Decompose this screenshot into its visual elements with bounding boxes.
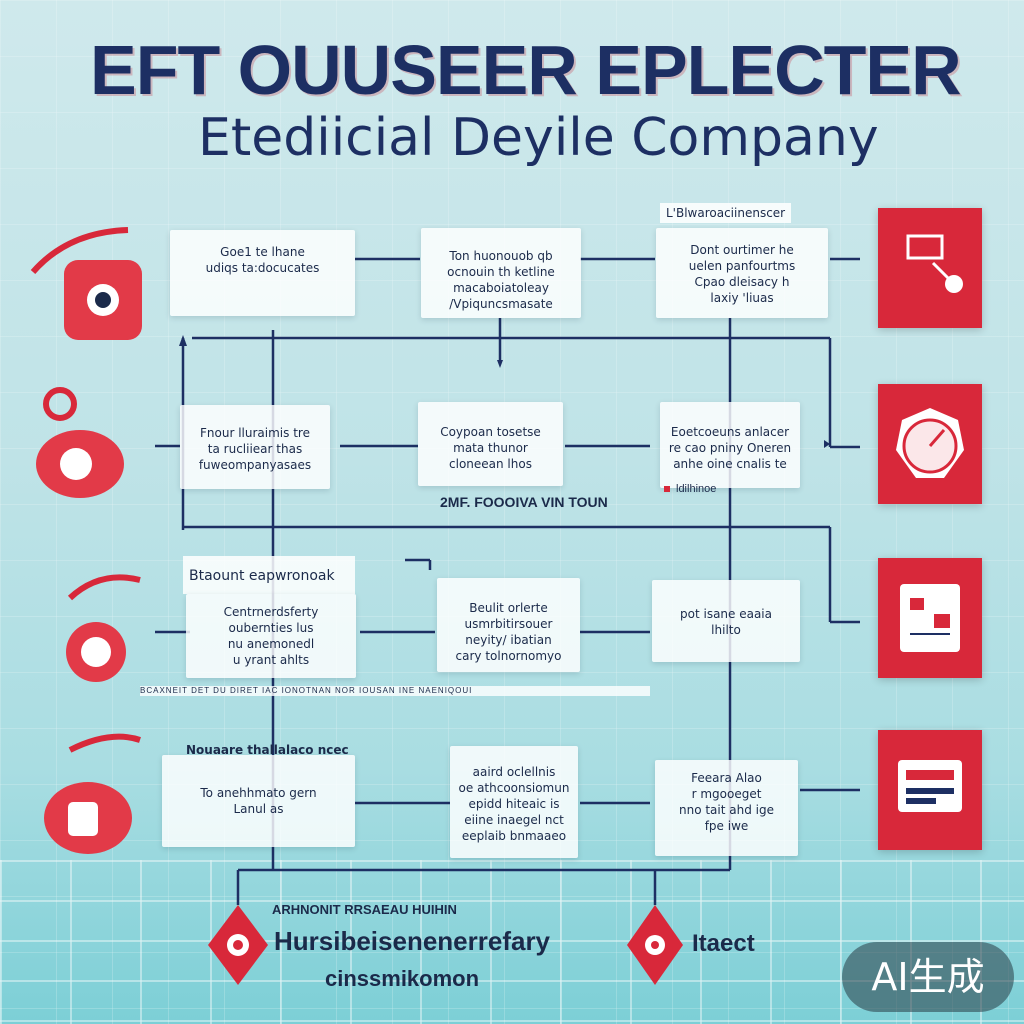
medical-kit-icon xyxy=(40,730,150,865)
page-title: EFT OUUSEER EPLECTER xyxy=(90,31,962,109)
gauge-icon xyxy=(878,384,982,504)
flow-box-3: Dont ourtimer he uelen panfourtms Cpao d… xyxy=(656,228,828,318)
device-panel-icon xyxy=(878,730,982,850)
flow-box-6: Eoetcoeuns anlacer re cao pniny Oneren a… xyxy=(660,402,800,488)
flow-box-10-header: Nouaare thallalaco ncec xyxy=(186,743,349,757)
bottom-left-title: Hursibeisenenerrefary xyxy=(274,926,551,956)
flow-box-7: Centrnerdsferty oubernties lus nu anemon… xyxy=(186,594,356,678)
flow-box-6-sub: ldilhinoe xyxy=(664,483,716,495)
heart-monitor-icon xyxy=(60,570,150,695)
tools-icon xyxy=(878,208,982,328)
flow-box-11: aaird oclellnis oe athcoonsiomun epidd h… xyxy=(450,746,578,858)
stethoscope-icon xyxy=(28,222,148,357)
flow-box-3-header: L'Blwaroaciinenscer xyxy=(660,203,792,223)
flow-box-1: Goe1 te lhane udiqs ta:docucates xyxy=(170,230,355,316)
mid-label: 2MF. FOOOIVA VIN TOUN xyxy=(440,494,608,510)
flow-box-4: Fnour lluraimis tre ta rucliiear thas fu… xyxy=(180,405,330,489)
progress-strip: BCAXNEIT DET DU DIRET IAC IONOTNAN NOR I… xyxy=(140,686,650,696)
flow-box-7-header: Btaount eapwronoak xyxy=(183,556,355,594)
page-subtitle: Etediicial Deyile Company xyxy=(198,108,879,168)
pill-icon xyxy=(30,380,130,505)
flow-box-10: To anehhmato gern Lanul as xyxy=(162,755,355,847)
bottom-caption: ARHNONIT RRSAEAU HUIHIN xyxy=(272,902,457,917)
flow-box-8: Beulit orlerte usmrbitirsouer neyity/ ib… xyxy=(437,578,580,672)
bottom-right-label: Itaect xyxy=(692,930,755,957)
ai-generated-badge: AI生成 xyxy=(842,942,1014,1012)
flow-box-5: Coypoan tosetse mata thunor cloneean lho… xyxy=(418,402,563,486)
bullet-icon xyxy=(664,486,670,493)
circuit-board-icon xyxy=(878,558,982,678)
flow-box-2: Ton huonouob qb ocnouin th ketline macab… xyxy=(421,228,581,318)
flow-box-6-sub-text: ldilhinoe xyxy=(676,483,717,495)
flow-box-12: Feeara Alao r mgooeget nno tait ahd ige … xyxy=(655,760,798,856)
bottom-left-subtitle: cinssmikomon xyxy=(325,966,480,991)
flow-box-9: pot isane eaaia lhilto xyxy=(652,580,800,662)
